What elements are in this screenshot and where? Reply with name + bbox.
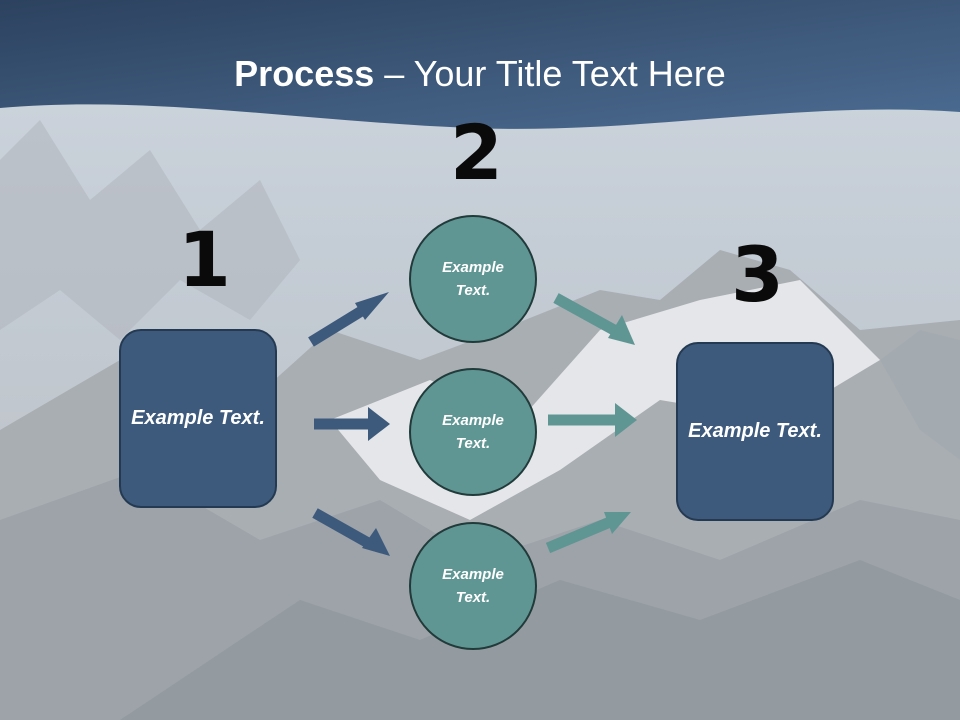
header-band xyxy=(0,0,960,129)
circle-middle: Example Text. xyxy=(409,368,537,496)
step-number-1: 1 xyxy=(178,215,231,304)
left-box-label: Example Text. xyxy=(131,407,265,429)
step-number-3: 3 xyxy=(731,230,784,319)
right-box: Example Text. xyxy=(676,342,834,521)
left-box: Example Text. xyxy=(119,329,277,508)
circle-bottom: Example Text. xyxy=(409,522,537,650)
title-rest: – Your Title Text Here xyxy=(374,53,726,94)
circle-top-label: Example Text. xyxy=(442,259,504,299)
step-number-2: 2 xyxy=(450,108,503,197)
circle-middle-label: Example Text. xyxy=(442,412,504,452)
circle-top: Example Text. xyxy=(409,215,537,343)
title-bold: Process xyxy=(234,53,375,94)
circle-bottom-label: Example Text. xyxy=(442,566,504,606)
slide-title: Process – Your Title Text Here xyxy=(0,52,960,96)
right-box-label: Example Text. xyxy=(688,420,822,442)
